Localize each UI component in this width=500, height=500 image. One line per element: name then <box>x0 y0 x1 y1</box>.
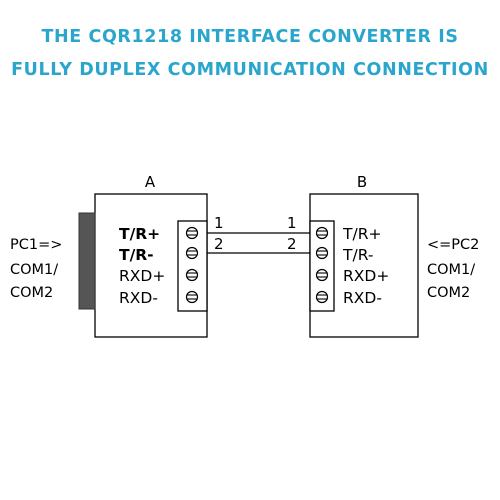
db-connector <box>78 212 96 310</box>
screw-terminal-icon <box>185 290 199 304</box>
device-a-pin-label: T/R- <box>119 246 154 264</box>
title-line-2: FULLY DUPLEX COMMUNICATION CONNECTION <box>11 60 489 80</box>
wire-2-label-b: 2 <box>287 235 297 253</box>
screw-terminal-icon <box>185 246 199 260</box>
right-side-label: <=PC2 <box>427 237 479 253</box>
device-b-pin-label: T/R- <box>342 246 373 264</box>
screw-terminal-icon <box>315 226 329 240</box>
left-side-label: COM1/ <box>10 262 58 278</box>
device-b-label: B <box>357 173 367 191</box>
device-b-pin-label: RXD- <box>343 289 382 307</box>
wire-1-label-b: 1 <box>287 214 297 232</box>
device-b-screw-terminals <box>315 226 329 304</box>
right-side-label: COM1/ <box>427 262 475 278</box>
device-a-screw-terminals <box>185 226 199 304</box>
screw-terminal-icon <box>315 268 329 282</box>
wire-2-label-a: 2 <box>214 235 224 253</box>
device-a-pin-label: RXD- <box>119 289 158 307</box>
screw-terminal-icon <box>315 246 329 260</box>
screw-terminal-icon <box>315 290 329 304</box>
device-b-pin-label: RXD+ <box>343 267 389 285</box>
device-a-pin-label: RXD+ <box>119 267 165 285</box>
device-b-pin-label: T/R+ <box>342 225 381 243</box>
device-a-pin-label: T/R+ <box>119 225 160 243</box>
right-side-label: COM2 <box>427 285 470 301</box>
wire-1-label-a: 1 <box>214 214 224 232</box>
left-side-label: COM2 <box>10 285 53 301</box>
title-line-1: THE CQR1218 INTERFACE CONVERTER IS <box>41 27 459 47</box>
left-side-label: PC1=> <box>10 237 62 253</box>
screw-terminal-icon <box>185 268 199 282</box>
device-a-label: A <box>145 173 156 191</box>
screw-terminal-icon <box>185 226 199 240</box>
